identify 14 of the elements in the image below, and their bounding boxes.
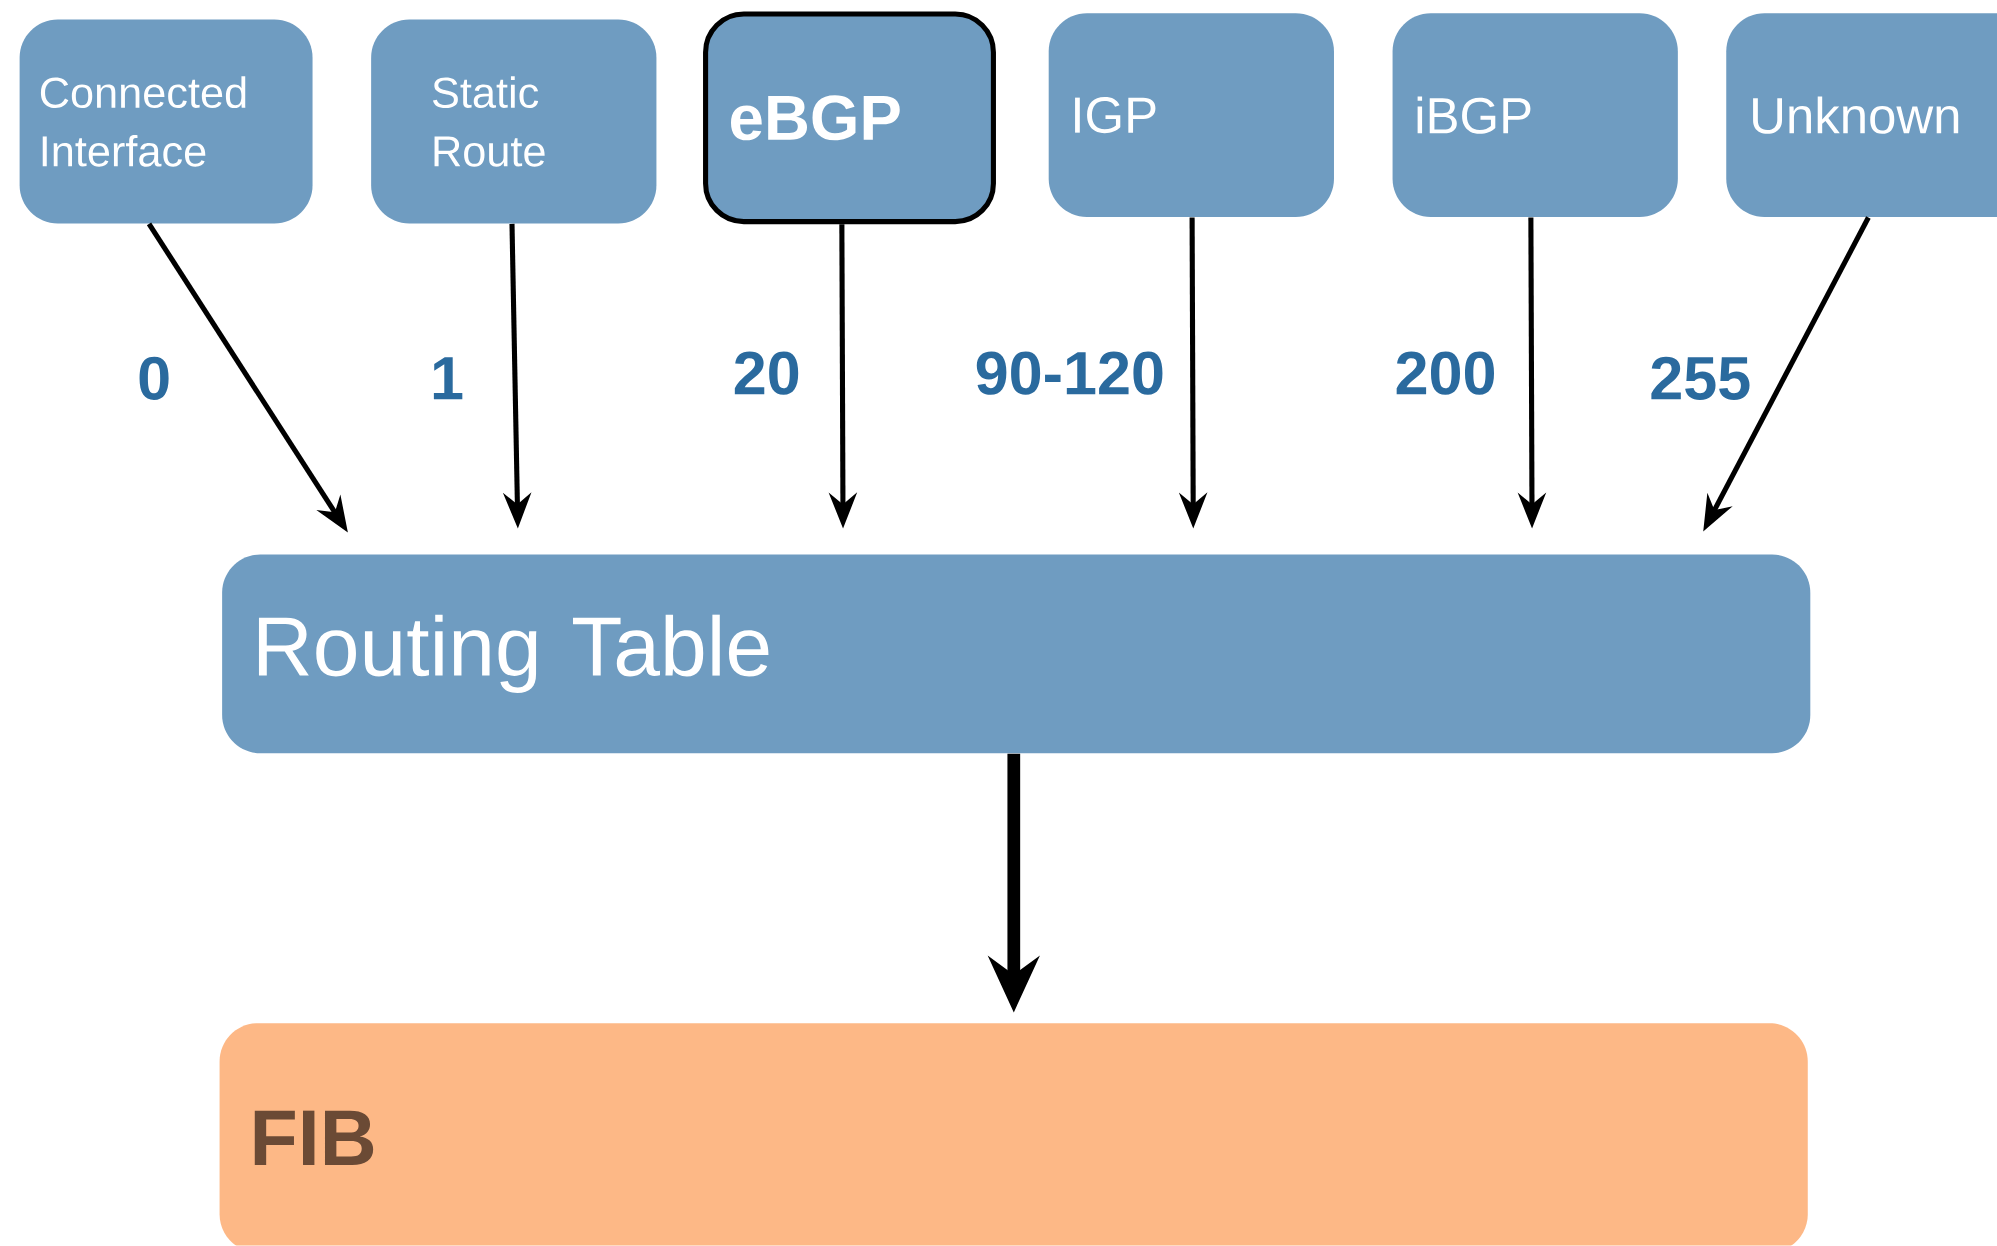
source-box: Connected Interface (19, 19, 313, 224)
source-box: Unknown (1726, 13, 1997, 218)
source-box: IGP (1048, 13, 1334, 218)
source-box: Static Route (371, 19, 657, 224)
edge-label: 200 (1389, 346, 1502, 401)
fib-box: FIB (219, 1023, 1808, 1246)
source-box: eBGP (703, 11, 996, 225)
edge-label: 255 (1644, 351, 1757, 406)
edge-label: 1 (424, 352, 470, 405)
edge-label: 90-120 (969, 346, 1171, 401)
source-box: iBGP (1392, 13, 1678, 218)
edge-label: 20 (727, 346, 806, 401)
routing-table-box: Routing Table (222, 554, 1811, 754)
edge-label: 0 (132, 351, 177, 406)
